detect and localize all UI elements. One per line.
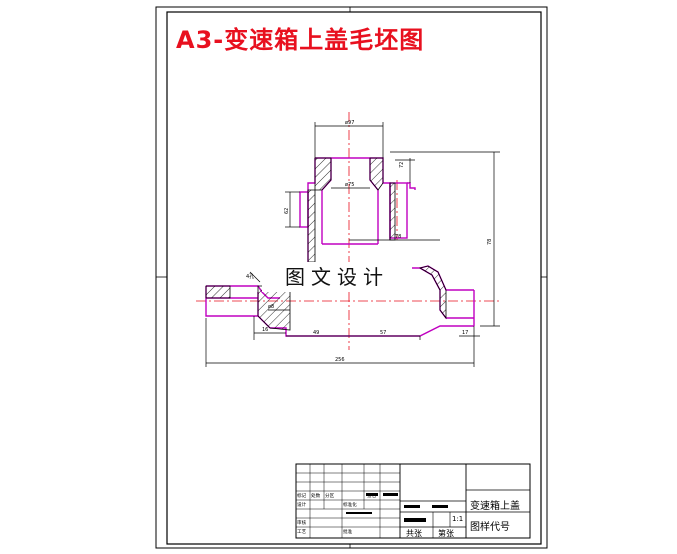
tb-label-sign: 签名 <box>367 492 376 499</box>
title-block-fills <box>346 493 448 522</box>
dim-overall-height: 78 <box>487 239 493 245</box>
center-lines <box>196 112 500 350</box>
dim-inner-step: 78 <box>395 234 401 240</box>
watermark-text: 图文设计 <box>262 262 412 292</box>
tb-label-design: 设计 <box>297 501 307 508</box>
frame-ticks <box>156 7 547 548</box>
dim-overall-length: 256 <box>335 357 345 363</box>
dim-top-width: ø97 <box>345 120 354 126</box>
tb-label-approve: 批准 <box>343 528 353 535</box>
dim-small-bore: ø8 <box>268 304 274 310</box>
dimension-lines <box>205 122 500 367</box>
scale-value: 1:1 <box>452 515 464 523</box>
total-sheets: 共张 <box>406 529 422 538</box>
dim-right-small: 17 <box>462 330 468 336</box>
dim-inner-bore: ø75 <box>345 182 354 188</box>
dim-flange-height: 72 <box>399 162 405 168</box>
tb-label-review: 审核 <box>297 519 307 526</box>
dim-left-note: 4孔 <box>246 273 254 280</box>
dim-side-tab: 62 <box>284 208 290 214</box>
tb-label-count: 处数 <box>311 492 321 499</box>
tb-label-zone: 分区 <box>325 492 335 499</box>
sheet-number: 第张 <box>438 529 454 538</box>
tb-label-standard: 标准化 <box>343 501 357 508</box>
dim-left-mid: 49 <box>313 330 319 336</box>
outer-border <box>155 6 548 549</box>
tb-label-process: 工艺 <box>297 529 307 535</box>
inner-border <box>166 11 542 545</box>
tb-label-mark: 标记 <box>297 492 307 499</box>
title-block <box>295 463 531 539</box>
dim-left-small: 16 <box>262 327 268 333</box>
drawing-title: A3-变速箱上盖毛坯图 <box>176 26 425 54</box>
section-hatch <box>205 157 447 331</box>
part-outline <box>205 157 475 337</box>
part-name: 变速箱上盖 <box>470 501 520 512</box>
drawing-code: 图样代号 <box>470 522 510 533</box>
dim-right-mid: 57 <box>380 330 386 336</box>
